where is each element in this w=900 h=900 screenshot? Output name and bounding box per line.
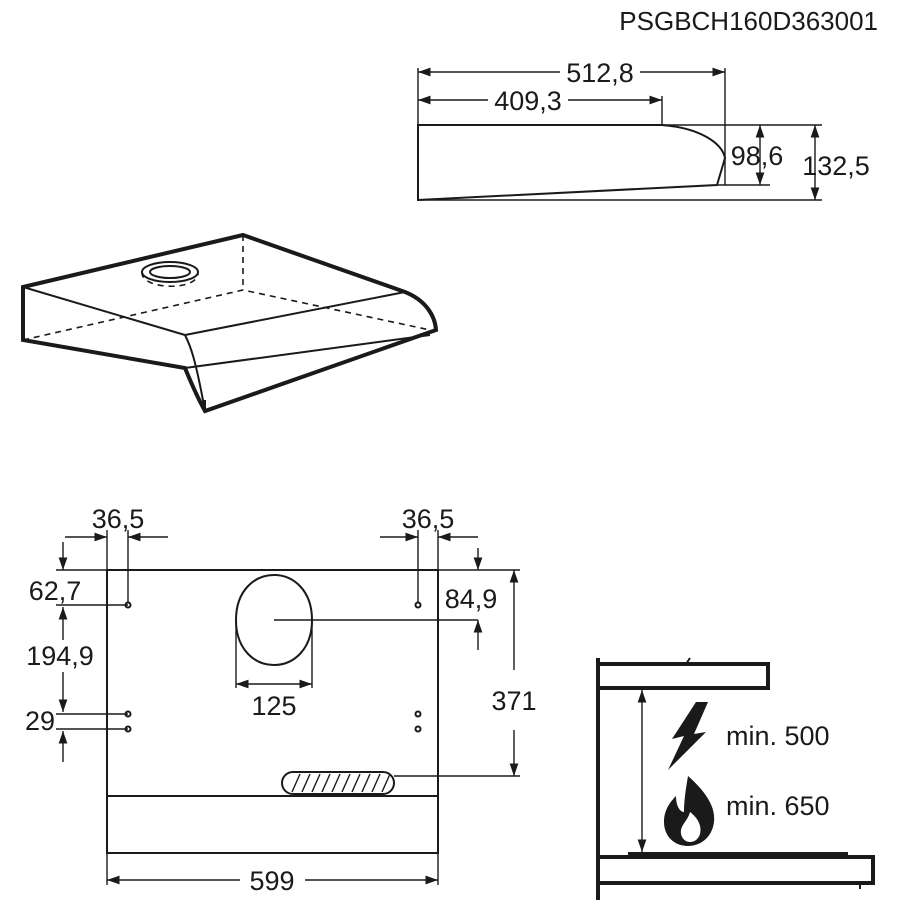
duct-offset-label: 84,9 xyxy=(445,584,498,614)
electric-clearance-label: min. 500 xyxy=(726,721,830,751)
mounting-hole xyxy=(414,725,422,733)
bottom-view: 36,5 36,5 62,7 194,9 29 84,9 371 125 599 xyxy=(25,504,537,896)
cooktop-block xyxy=(596,855,875,885)
front-height-label: 98,6 xyxy=(731,141,784,171)
depth-label: 371 xyxy=(491,686,536,716)
flame-icon xyxy=(664,776,715,846)
side-profile-outline xyxy=(417,124,727,202)
mounting-hole xyxy=(414,601,422,609)
hood-outline xyxy=(21,232,439,414)
isometric-view xyxy=(21,232,439,414)
side-view: 512,8 409,3 98,6 132,5 xyxy=(417,58,870,202)
product-code: PSGBCH160D363001 xyxy=(619,6,878,36)
hood-block xyxy=(596,662,770,690)
total-height-label: 132,5 xyxy=(802,151,870,181)
hole-spacing-label: 194,9 xyxy=(26,641,94,671)
right-offset-label: 36,5 xyxy=(402,504,455,534)
clearance-view: min. 500 min. 650 xyxy=(596,657,875,900)
left-hole-top-label: 62,7 xyxy=(29,576,82,606)
duct-diameter-label: 125 xyxy=(251,691,296,721)
gas-clearance-label: min. 650 xyxy=(726,791,830,821)
lower-hole-gap-label: 29 xyxy=(25,706,55,736)
top-depth-label: 409,3 xyxy=(494,86,562,116)
lightning-icon xyxy=(668,702,708,770)
width-label: 599 xyxy=(249,866,294,896)
filter-grille xyxy=(281,771,395,795)
overall-depth-label: 512,8 xyxy=(566,58,634,88)
mounting-hole xyxy=(414,710,422,718)
left-offset-label: 36,5 xyxy=(92,504,145,534)
